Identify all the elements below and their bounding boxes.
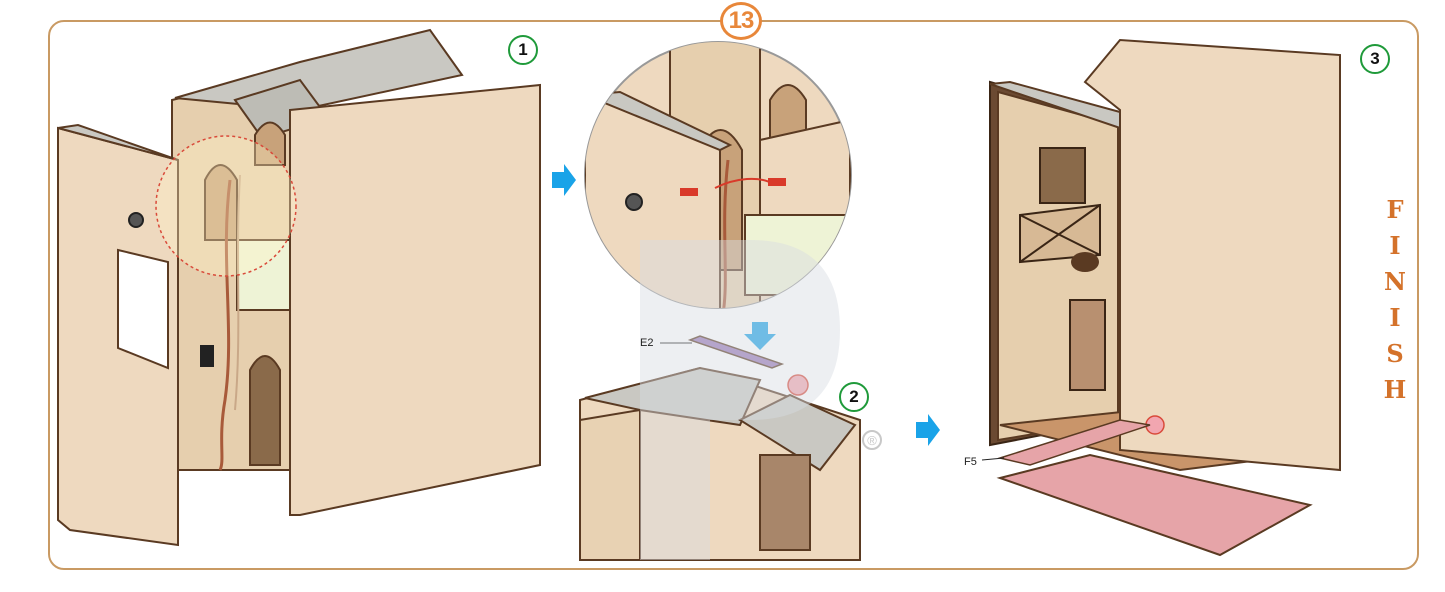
step1-wire [218,179,232,471]
sub-step-2-badge: 2 [839,382,869,412]
finish-letter: N [1384,267,1406,296]
step1-window-arch-2 [254,121,286,166]
arrow-right-icon-2 [916,414,940,446]
finish-text: F I N I S H [1380,192,1410,408]
step1-doorway [249,355,281,466]
part-label-e2: E2 [640,337,654,349]
step1-wire-2 [234,174,241,411]
step1-side-panel [289,83,541,516]
step3-base-panel [996,453,1313,557]
glue-icon [787,374,809,396]
arrow-right-icon [552,164,576,196]
step2-assembly [579,366,861,561]
f5-leader-line [981,457,1005,461]
part-e2-panel [687,335,785,369]
finish-letter: I [1389,231,1401,260]
step1-front-roof [57,123,179,161]
finish-letter: I [1389,303,1401,332]
sub-step-1-badge: 1 [508,35,538,65]
finish-letter: H [1383,375,1407,404]
step1-front-window [117,248,169,370]
finish-letter: S [1386,339,1404,368]
arrow-down-icon [744,322,776,350]
finish-letter: F [1386,195,1404,224]
part-label-f5: F5 [964,456,977,468]
registered-mark: ® [862,430,882,450]
part-f5-panel [997,419,1151,466]
step1-lamp [200,345,214,367]
step3-assembly [989,38,1341,557]
sub-step-3-badge: 3 [1360,44,1390,74]
step-number-badge: 13 [720,2,762,40]
step2-zoom-detail [584,41,852,309]
step1-assembly [57,28,541,547]
step1-switch [128,212,144,228]
step1-zoom-circle [155,135,297,277]
watermark-logo [640,240,840,560]
